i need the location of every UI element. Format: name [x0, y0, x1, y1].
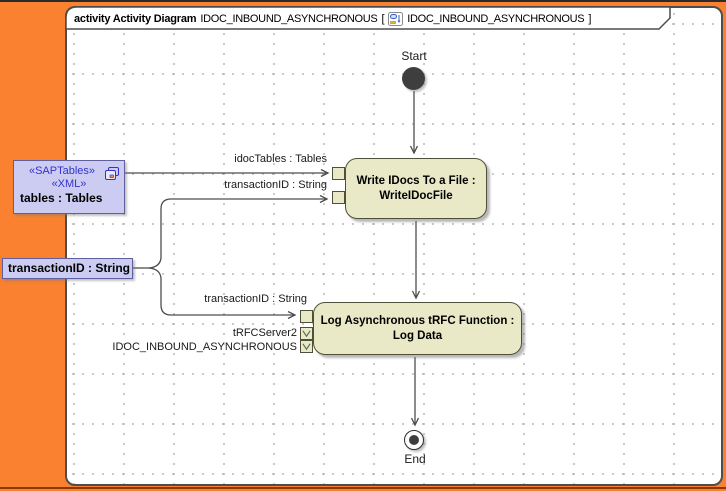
activity-diagram-icon	[388, 12, 404, 26]
final-node-core	[409, 435, 419, 445]
value-pin-check-icon	[302, 330, 311, 338]
action-label-line2: Log Data	[392, 329, 443, 342]
object-node-name: tables : Tables	[20, 191, 103, 205]
context-close-bracket: ]	[588, 13, 592, 25]
action-label-line1: Write IDocs To a File :	[356, 174, 476, 187]
cascade-icon	[103, 166, 120, 183]
window-bottom-edge	[0, 487, 726, 489]
final-node[interactable]	[404, 430, 424, 450]
frame-header: activity Activity Diagram IDOC_INBOUND_A…	[74, 11, 591, 27]
flow-label-idoctables[interactable]: idocTables : Tables	[234, 153, 327, 165]
context-name: IDOC_INBOUND_ASYNCHRONOUS	[407, 13, 585, 25]
input-pin-transactionid-write[interactable]	[332, 191, 345, 204]
object-node-name: transactionID : String	[8, 261, 131, 275]
diagram-type-keyword: activity Activity Diagram	[74, 13, 197, 25]
object-node-tables[interactable]: «SAPTables» «XML» tables : Tables	[13, 160, 125, 214]
frame-header-tab[interactable]	[65, 6, 671, 30]
diagram-frame	[65, 6, 723, 486]
object-flow-transactionid-to-log[interactable]	[148, 267, 295, 315]
stereotype-saptables: «SAPTables»	[28, 165, 96, 177]
action-write-idocs[interactable]: Write IDocs To a File : WriteIDocFile	[345, 158, 487, 219]
object-node-transactionid[interactable]: transactionID : String	[2, 258, 133, 279]
flow-label-transactionid-log[interactable]: transactionID : String	[204, 293, 307, 305]
pin-label-idoc-inbound[interactable]: IDOC_INBOUND_ASYNCHRONOUS	[112, 341, 297, 353]
value-pin-check-icon	[302, 343, 311, 351]
value-pin-trfcserver2[interactable]	[300, 327, 313, 340]
action-log-data[interactable]: Log Asynchronous tRFC Function : Log Dat…	[313, 302, 522, 355]
action-label-line1: Log Asynchronous tRFC Function :	[320, 314, 515, 327]
context-open-bracket: [	[381, 13, 385, 25]
input-pin-idoctables[interactable]	[332, 167, 345, 180]
start-node-label: Start	[401, 49, 427, 63]
input-pin-transactionid-log[interactable]	[300, 310, 313, 323]
pin-label-trfcserver2[interactable]: tRFCServer2	[232, 327, 297, 339]
diagram-name: IDOC_INBOUND_ASYNCHRONOUS	[200, 13, 378, 25]
action-label-line2: WriteIDocFile	[379, 189, 453, 202]
flow-label-transactionid-write[interactable]: transactionID : String	[224, 179, 327, 191]
value-pin-idoc-inbound[interactable]	[300, 340, 313, 353]
initial-node[interactable]	[402, 67, 425, 90]
end-node-label: End	[404, 452, 426, 466]
object-flow-transactionid-to-write[interactable]	[148, 199, 327, 269]
stereotype-xml: «XML»	[51, 178, 87, 190]
